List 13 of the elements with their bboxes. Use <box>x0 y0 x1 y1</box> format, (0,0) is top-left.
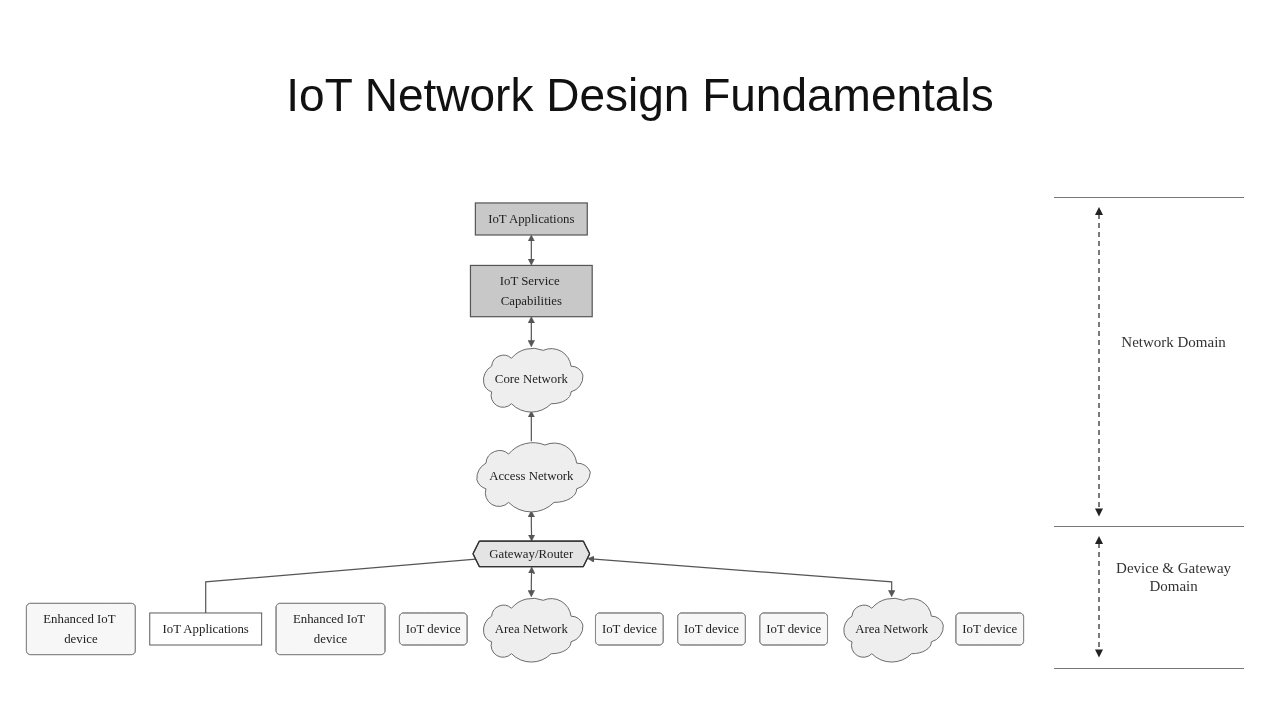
arrow <box>527 316 535 348</box>
node-box: IoT Service Capabilities <box>469 264 593 318</box>
arrow <box>527 234 535 266</box>
node-box: IoT Applications <box>149 612 263 646</box>
domain-label: Device & Gateway Domain <box>1115 559 1233 596</box>
node-box: IoT Applications <box>474 202 588 236</box>
arrow <box>527 510 536 542</box>
domain-label: Network Domain <box>1120 332 1227 351</box>
arrow <box>587 555 896 598</box>
arrow <box>527 410 535 442</box>
slide-title: IoT Network Design Fundamentals <box>286 68 994 122</box>
connector <box>205 558 477 614</box>
arrow <box>527 566 536 598</box>
